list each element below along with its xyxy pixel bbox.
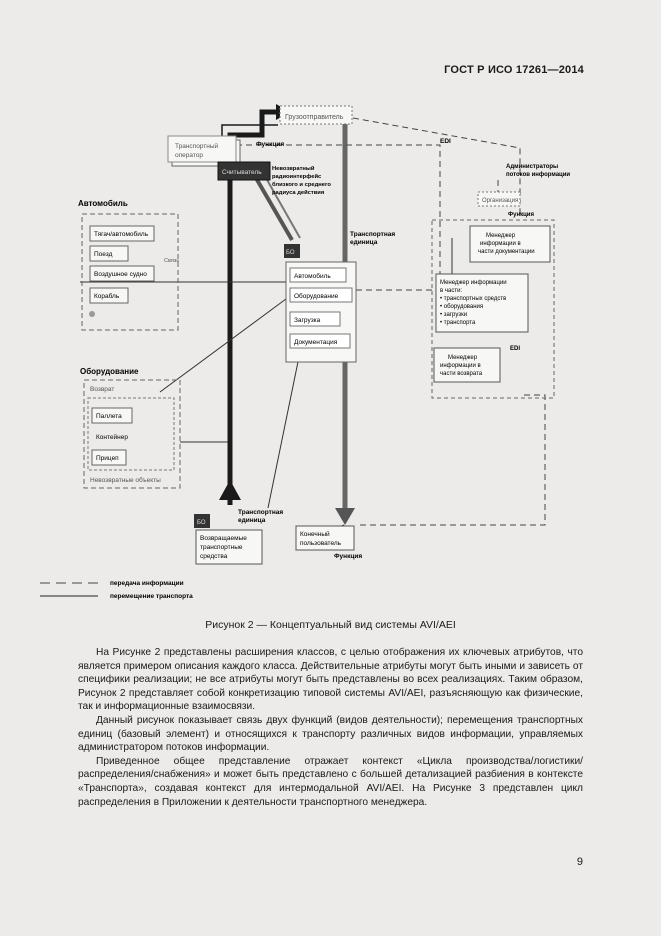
svg-text:транспортные: транспортные xyxy=(200,544,243,551)
svg-text:Менеджер информации: Менеджер информации xyxy=(440,280,507,286)
figure-caption: Рисунок 2 — Концептуальный вид системы A… xyxy=(205,619,456,631)
reader-node: Считыватель Невозвратный радиоинтерфейс … xyxy=(217,161,331,196)
svg-text:Менеджер: Менеджер xyxy=(448,355,478,361)
svg-text:БО: БО xyxy=(286,250,295,256)
info-admin-group: Администраторы потоков информации Органи… xyxy=(431,164,570,399)
paragraph: На Рисунке 2 представлены расширения кла… xyxy=(78,647,583,713)
car-group: Автомобиль Тягач/автомобиль Поезд Воздуш… xyxy=(78,199,179,331)
svg-text:информации в: информации в xyxy=(480,241,521,247)
returnable-means-node: Транспортная единица БО Возвращаемые тра… xyxy=(194,509,283,565)
svg-text:передача информации: передача информации xyxy=(110,580,184,587)
svg-text:Тягач/автомобиль: Тягач/автомобиль xyxy=(94,230,149,238)
svg-text:Оборудование: Оборудование xyxy=(80,367,139,376)
page-number: 9 xyxy=(576,856,583,868)
svg-text:Документация: Документация xyxy=(294,339,338,346)
svg-text:потоков информации: потоков информации xyxy=(506,171,570,178)
svg-text:радиоинтерфейс: радиоинтерфейс xyxy=(272,173,322,180)
svg-text:Контейнер: Контейнер xyxy=(96,433,128,441)
svg-text:Невозвратные объекты: Невозвратные объекты xyxy=(90,476,161,484)
svg-text:Автомобиль: Автомобиль xyxy=(78,199,128,208)
svg-text:Возврат: Возврат xyxy=(90,386,114,393)
svg-text:оператор: оператор xyxy=(175,152,203,159)
concept-diagram: Грузоотправитель Функция EDI Транспортны… xyxy=(40,104,570,600)
svg-text:Функция: Функция xyxy=(508,212,534,218)
svg-text:Считыватель: Считыватель xyxy=(222,169,262,176)
svg-text:близкого и среднего: близкого и среднего xyxy=(272,181,331,188)
paragraph: Приведенное общее представление отражает… xyxy=(78,755,583,808)
svg-text:радиуса действия: радиуса действия xyxy=(272,189,324,196)
svg-text:средства: средства xyxy=(200,553,228,560)
svg-text:• загрузки: • загрузки xyxy=(440,312,467,318)
svg-text:БО: БО xyxy=(197,520,206,526)
svg-text:Организация: Организация xyxy=(482,198,518,204)
freight-owner-node: Грузоотправитель xyxy=(279,105,353,125)
svg-text:Корабль: Корабль xyxy=(94,292,120,300)
svg-text:Связь: Связь xyxy=(164,258,179,264)
svg-text:единица: единица xyxy=(350,239,378,246)
svg-text:Конечный: Конечный xyxy=(300,530,330,538)
svg-text:Функция: Функция xyxy=(334,553,362,560)
transport-unit-node: Транспортная единица БО Автомобиль Обору… xyxy=(284,231,395,363)
svg-text:Оборудование: Оборудование xyxy=(294,292,339,300)
svg-text:Невозвратный: Невозвратный xyxy=(272,165,315,172)
svg-text:Поезд: Поезд xyxy=(94,251,113,258)
svg-text:EDI: EDI xyxy=(510,346,520,352)
svg-text:Автомобиль: Автомобиль xyxy=(294,272,331,280)
body-text: На Рисунке 2 представлены расширения кла… xyxy=(78,646,583,809)
document-header: ГОСТ Р ИСО 17261—2014 xyxy=(444,64,584,76)
edi-top-label: EDI xyxy=(440,138,451,145)
svg-text:части документации: части документации xyxy=(478,249,535,255)
svg-text:пользователь: пользователь xyxy=(300,540,342,547)
paragraph: Данный рисунок показывает связь двух фун… xyxy=(78,714,583,754)
svg-text:единица: единица xyxy=(238,517,266,524)
svg-text:Менеджер: Менеджер xyxy=(486,233,516,239)
svg-text:Транспортная: Транспортная xyxy=(238,509,283,516)
function-top-label: Функция xyxy=(256,141,284,148)
transport-operator-node: Транспортный оператор xyxy=(167,135,241,167)
svg-text:перемещение транспорта: перемещение транспорта xyxy=(110,593,193,600)
svg-text:Возвращаемые: Возвращаемые xyxy=(200,535,247,542)
svg-text:Прицеп: Прицеп xyxy=(96,455,119,462)
thin-connectors xyxy=(80,238,453,536)
svg-text:в части:: в части: xyxy=(440,288,462,294)
end-user-node: Конечный пользователь Функция xyxy=(295,525,362,560)
svg-text:• транспортных средств: • транспортных средств xyxy=(440,296,506,302)
svg-text:Администраторы: Администраторы xyxy=(506,164,558,170)
svg-text:Транспортный: Транспортный xyxy=(175,142,219,150)
diagram-legend: передача информации перемещение транспор… xyxy=(40,580,193,600)
svg-text:• оборудования: • оборудования xyxy=(440,304,483,310)
svg-text:части возврата: части возврата xyxy=(440,371,483,377)
svg-text:информации в: информации в xyxy=(440,363,481,369)
svg-text:Воздушное судно: Воздушное судно xyxy=(94,271,147,278)
svg-text:Загрузка: Загрузка xyxy=(294,317,321,324)
svg-text:Паллета: Паллета xyxy=(96,413,122,420)
svg-text:Грузоотправитель: Грузоотправитель xyxy=(285,114,344,121)
svg-text:Транспортная: Транспортная xyxy=(350,231,395,238)
svg-text:• транспорта: • транспорта xyxy=(440,320,476,326)
equipment-group: Оборудование Возврат Паллета Контейнер П… xyxy=(80,367,181,489)
